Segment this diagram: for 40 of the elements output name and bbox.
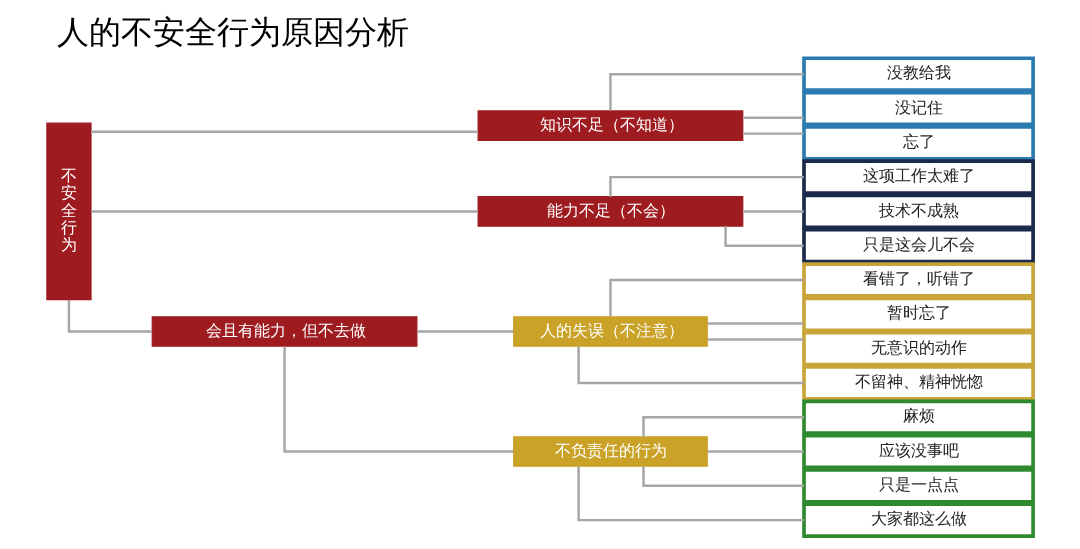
connector (91, 210, 478, 213)
node-box: 知识不足（不知道） (477, 110, 744, 141)
node-box: 看错了，听错了 (802, 262, 1035, 298)
connector (67, 299, 152, 333)
connector (642, 416, 804, 437)
connector (707, 322, 804, 325)
node-box: 麻烦 (802, 399, 1035, 435)
node-box: 人的失误（不注意） (513, 316, 708, 347)
connector (609, 72, 804, 111)
node-box: 暂时忘了 (802, 296, 1035, 333)
node-box: 只是一点点 (802, 468, 1035, 504)
connector (283, 346, 514, 453)
connector (577, 346, 804, 385)
node-box: 应该没事吧 (802, 433, 1035, 470)
connector (724, 226, 804, 247)
node-box: 这项工作太难了 (802, 159, 1035, 195)
connector (577, 466, 804, 522)
node-box: 无意识的动作 (802, 330, 1035, 367)
node-box: 会且有能力，但不去做 (151, 316, 418, 347)
connector (417, 330, 514, 333)
connector (742, 210, 804, 213)
node-box: 没记住 (802, 90, 1035, 127)
node-box: 只是这会儿不会 (802, 227, 1035, 264)
connector (742, 132, 804, 135)
node-box: 不负责任的行为 (513, 436, 708, 467)
connector (609, 278, 804, 317)
node-box: 不安全行为 (46, 122, 92, 301)
connector (707, 450, 804, 453)
node-box: 没教给我 (802, 56, 1035, 92)
node-box: 技术不成熟 (802, 193, 1035, 230)
node-box: 忘了 (802, 125, 1035, 161)
node-box: 大家都这么做 (802, 502, 1035, 538)
connector (707, 338, 804, 341)
node-box: 不留神、精神恍惚 (802, 365, 1035, 401)
connector (642, 466, 804, 488)
connector (609, 175, 804, 197)
diagram-title: 人的不安全行为原因分析 (56, 13, 409, 52)
node-box: 能力不足（不会） (477, 196, 744, 227)
connector (742, 116, 804, 119)
connector (91, 130, 478, 133)
